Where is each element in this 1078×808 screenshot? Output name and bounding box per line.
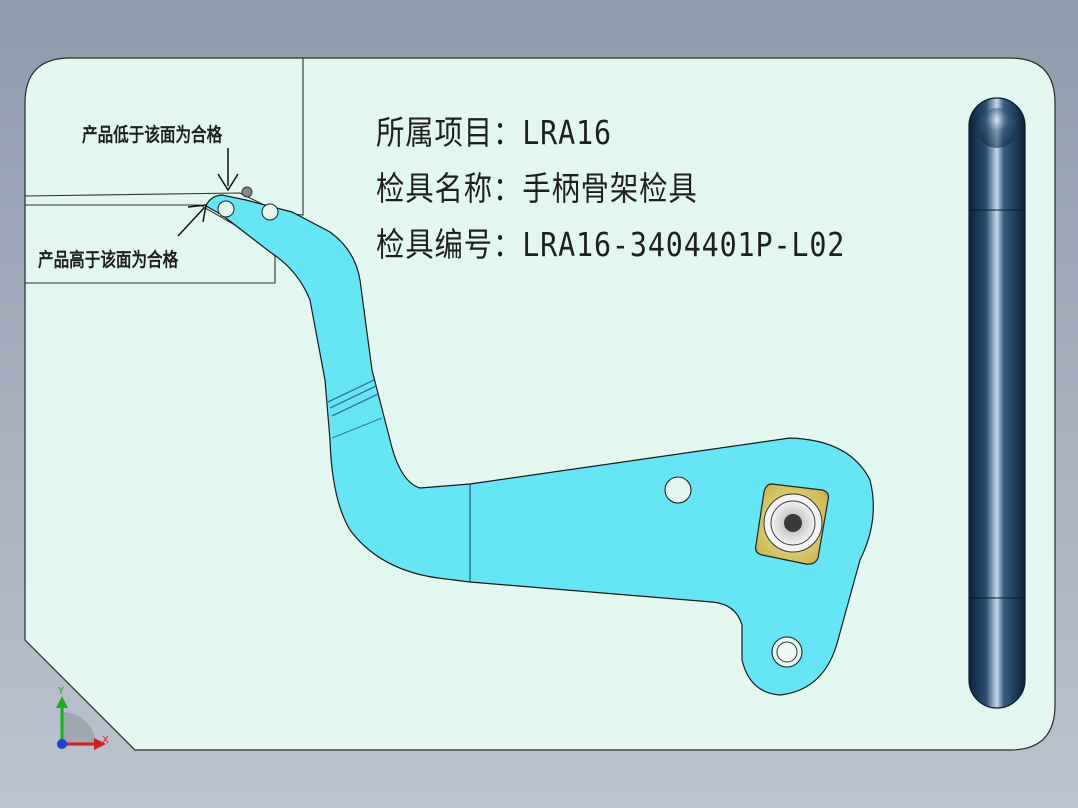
tip-notch-left (217, 200, 235, 218)
fixture-number-label: 检具编号：LRA16-3404401P-L02 (376, 225, 846, 264)
section-line-4 (331, 417, 383, 439)
note-higher-qualified: 产品高于该面为合格 (38, 249, 179, 271)
section-line-1 (327, 379, 375, 403)
tip-notch-right (261, 203, 279, 221)
lower-arrow-icon (217, 148, 239, 192)
fixture-name-label: 检具名称：手柄骨架检具 (376, 169, 698, 208)
bottom-hole-inner (776, 641, 798, 663)
coordinate-triad (56, 696, 106, 750)
datum-point (241, 186, 253, 198)
project-label: 所属项目：LRA16 (376, 113, 612, 152)
handle-frame-part (205, 194, 874, 696)
axis-x-label: X (102, 735, 109, 746)
note-lower-qualified: 产品低于该面为合格 (82, 124, 223, 146)
section-line-3 (331, 393, 379, 417)
axis-y-label: Y (58, 686, 65, 697)
locating-bushing (755, 483, 829, 565)
fixture-handle (968, 97, 1026, 709)
locating-hole (664, 476, 692, 504)
section-line-2 (329, 385, 377, 409)
higher-arrow-icon (177, 204, 207, 237)
